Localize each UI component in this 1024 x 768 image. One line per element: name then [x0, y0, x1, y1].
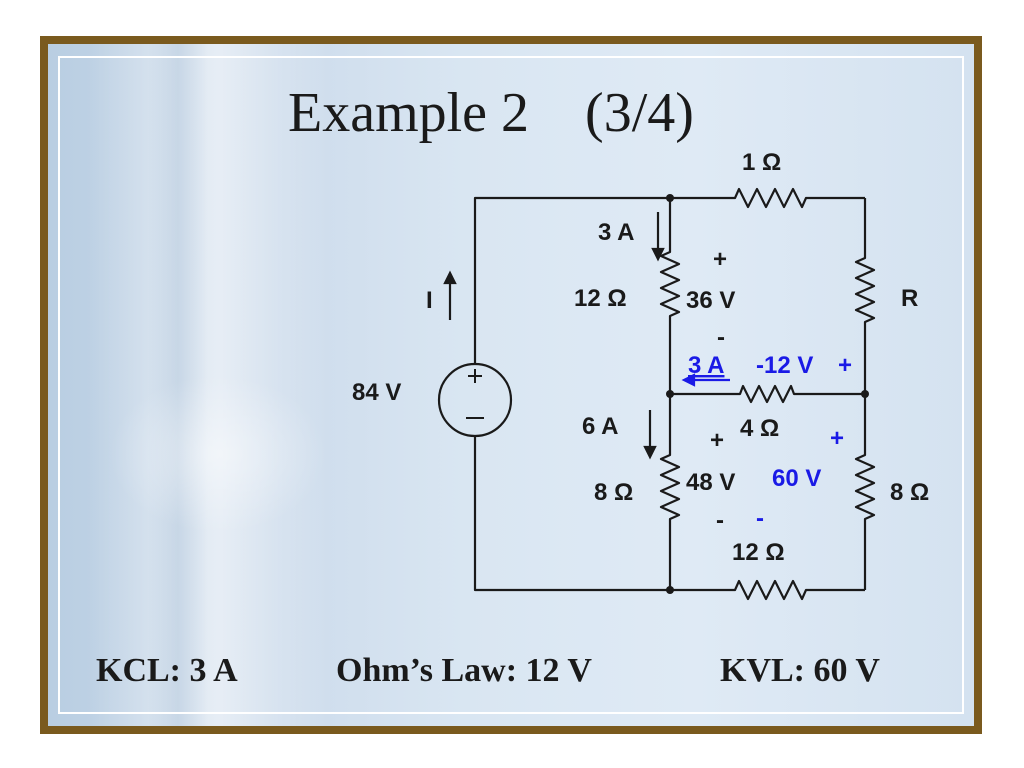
label-48v: 48 V [686, 469, 735, 496]
resistor-12ohm-bottom [670, 579, 865, 601]
label-plus-36v: + [713, 246, 727, 273]
label-minus12v: -12 V [756, 352, 813, 379]
label-84v: 84 V [352, 379, 401, 406]
wire-left [473, 196, 670, 365]
slide-title: Example 2 (3/4) [288, 78, 748, 148]
voltage-source [437, 362, 513, 438]
pillar-shadow-decoration [148, 44, 208, 726]
title-main: Example 2 [288, 82, 530, 144]
label-minus-36v: - [717, 324, 725, 351]
label-1ohm: 1 Ω [742, 149, 781, 176]
title-part: (3/4) [585, 82, 694, 144]
arrow-6a-head-icon [643, 445, 657, 460]
arrow-3a-head-icon [651, 247, 665, 262]
label-3a-mid: 3 A [688, 352, 724, 379]
label-plus-60v: + [830, 425, 844, 452]
label-r: R [901, 285, 918, 312]
label-plus-48v: + [710, 427, 724, 454]
resistor-r [854, 198, 876, 394]
label-3a-top: 3 A [598, 219, 634, 246]
label-60v: 60 V [772, 465, 821, 492]
resistor-12ohm [659, 198, 681, 394]
resistor-1ohm [670, 187, 865, 209]
label-36v: 36 V [686, 287, 735, 314]
node-bottom [666, 586, 674, 594]
node-mid-right [861, 390, 869, 398]
resistor-8ohm-left [659, 394, 681, 590]
label-plus-12v: + [838, 352, 852, 379]
label-12ohm-bottom: 12 Ω [732, 539, 785, 566]
slide-inner-border [58, 56, 964, 714]
slide-background [48, 44, 974, 726]
label-8ohm-left: 8 Ω [594, 479, 633, 506]
capital-decoration [108, 374, 328, 534]
label-minus-48v: - [716, 507, 724, 534]
resistor-8ohm-right [854, 394, 876, 590]
resistor-4ohm [670, 384, 865, 404]
footer-ohm: Ohm’s Law: 12 V [336, 652, 592, 689]
arrow-3a-mid-head-icon [681, 373, 696, 387]
label-minus-60v: - [756, 505, 764, 532]
label-12ohm: 12 Ω [574, 285, 627, 312]
label-i: I [426, 287, 433, 314]
label-8ohm-right: 8 Ω [890, 479, 929, 506]
node-top [666, 194, 674, 202]
pillar-decoration [88, 44, 328, 726]
arrow-i-head-icon [443, 270, 457, 285]
wire-left-bottom [473, 435, 670, 592]
label-6a: 6 A [582, 413, 618, 440]
footer-kcl: KCL: 3 A [96, 652, 238, 689]
label-4ohm: 4 Ω [740, 415, 779, 442]
footer-kvl: KVL: 60 V [720, 652, 880, 689]
source-plus-icon [468, 369, 482, 383]
node-mid-left [666, 390, 674, 398]
